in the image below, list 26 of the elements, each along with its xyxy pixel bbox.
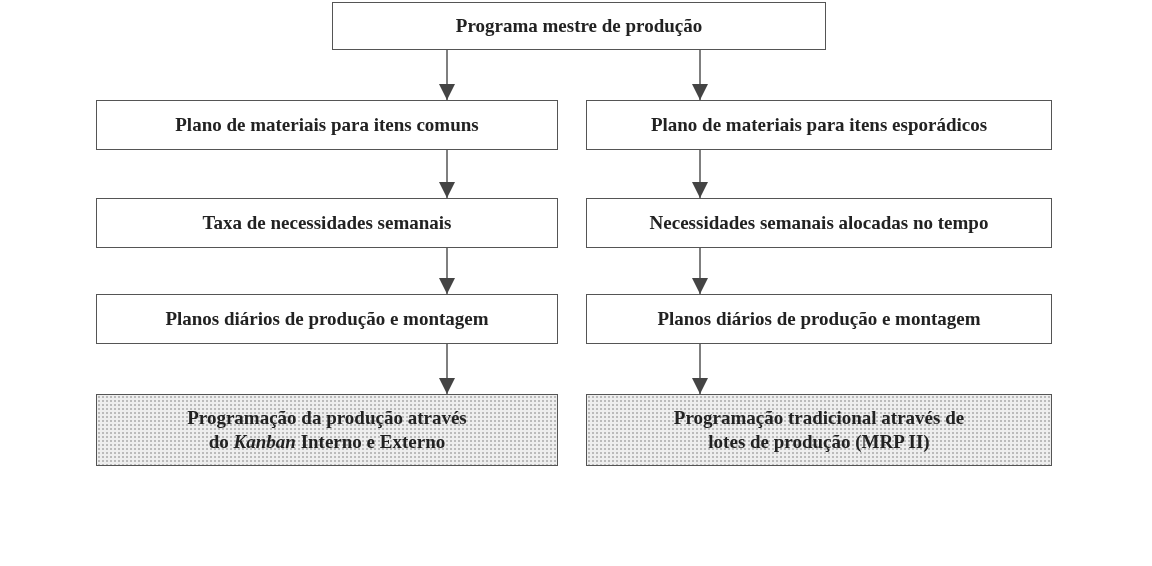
arrow bbox=[439, 343, 455, 395]
process-box bbox=[96, 198, 558, 248]
process-box bbox=[586, 198, 1052, 248]
box-text: Taxa de necessidades semanais bbox=[202, 211, 452, 235]
box-text: Plano de materiais para itens esporádicos bbox=[650, 113, 988, 137]
process-box bbox=[96, 294, 558, 344]
box-text: Programa mestre de produção bbox=[455, 14, 703, 38]
arrow bbox=[692, 247, 708, 295]
arrow bbox=[439, 247, 455, 295]
box-text: Planos diários de produção e montagem bbox=[657, 307, 981, 331]
arrow bbox=[439, 149, 455, 199]
box-text: Programação da produção através do Kanban Interno e Externo bbox=[186, 406, 468, 454]
box-text: Plano de materiais para itens comuns bbox=[175, 113, 479, 137]
process-box bbox=[96, 394, 558, 466]
box-text: Planos diários de produção e montagem bbox=[165, 307, 489, 331]
process-box bbox=[586, 100, 1052, 150]
process-box bbox=[586, 394, 1052, 466]
arrow bbox=[692, 343, 708, 395]
process-box bbox=[586, 294, 1052, 344]
arrow bbox=[692, 149, 708, 199]
process-box bbox=[96, 100, 558, 150]
arrow bbox=[439, 49, 455, 101]
box-text: Necessidades semanais alocadas no tempo bbox=[649, 211, 989, 235]
process-box bbox=[332, 2, 826, 50]
arrow bbox=[692, 49, 708, 101]
box-text: Programação tradicional através de lotes de produção (MRP II) bbox=[672, 406, 966, 454]
